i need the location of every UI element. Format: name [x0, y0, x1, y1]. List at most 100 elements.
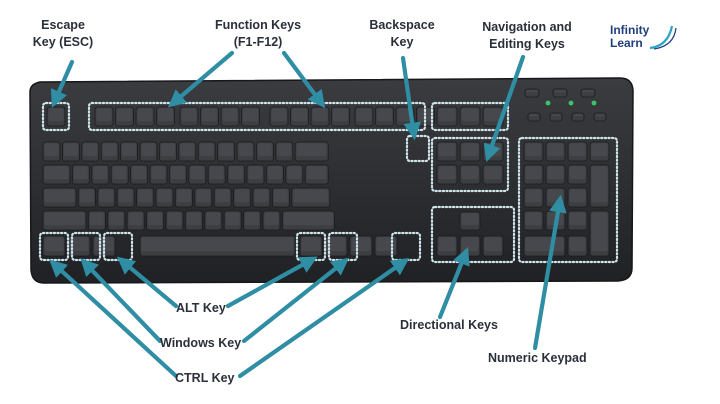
key-top	[525, 237, 564, 252]
key-top	[157, 189, 172, 203]
key-top	[102, 143, 117, 157]
key-top	[461, 108, 479, 122]
key-top	[296, 143, 327, 157]
key-top	[151, 166, 166, 180]
key-top	[245, 212, 260, 226]
key-top	[277, 143, 292, 157]
escape-key-label: Escape Key (ESC)	[28, 17, 98, 51]
logo-text-learn: Learn	[610, 36, 643, 50]
key-top	[44, 166, 69, 180]
key-top	[138, 189, 153, 203]
key-top	[122, 143, 137, 157]
key-top	[128, 212, 143, 226]
key-top	[170, 166, 185, 180]
key-top	[219, 143, 234, 157]
key-top	[209, 166, 224, 180]
key-top	[283, 212, 333, 226]
arrow-windows-right	[241, 257, 350, 344]
key-top	[312, 108, 328, 122]
key-top	[569, 166, 586, 180]
key-top	[484, 166, 502, 180]
key-top	[264, 212, 279, 226]
key-top	[591, 143, 608, 157]
callout-arrows	[49, 50, 567, 379]
key-top	[190, 166, 205, 180]
alt-key-label: ALT Key	[176, 301, 226, 315]
key-top	[438, 166, 456, 180]
key-top	[69, 237, 89, 252]
key-top	[273, 189, 288, 203]
key-top	[148, 212, 163, 226]
key-top	[79, 189, 94, 203]
windows-key-label: Windows Key	[160, 336, 242, 350]
infinity-learn-logo: Infinity Learn	[610, 20, 680, 50]
key-top	[573, 114, 583, 117]
arrow-numeric	[532, 194, 567, 351]
indicator-light	[568, 100, 574, 106]
key-top	[376, 237, 396, 252]
arrow-function-left	[167, 50, 235, 108]
key-top	[547, 166, 564, 180]
key-top	[525, 143, 542, 157]
key-top	[551, 114, 561, 117]
key-top	[196, 189, 211, 203]
numeric-keypad-label: Numeric Keypad	[488, 351, 587, 365]
arrow-backspace	[400, 55, 421, 141]
key-top	[484, 108, 502, 122]
key-top	[554, 90, 566, 93]
nav-editing-zone	[430, 136, 510, 193]
key-top	[176, 189, 191, 203]
key-top	[326, 237, 346, 252]
key-top	[306, 166, 327, 180]
key-top	[199, 143, 214, 157]
backspace-label-line1: Backspace	[369, 18, 435, 32]
key-top	[109, 212, 124, 226]
key-top	[181, 108, 197, 122]
key-top	[569, 212, 586, 226]
function-keys-zone	[87, 101, 427, 132]
key-top	[160, 143, 175, 157]
key-top	[215, 189, 230, 203]
function-label-line1: Function Keys	[214, 18, 302, 32]
key-top	[238, 143, 253, 157]
function-label-line2: (F1-F12)	[233, 35, 283, 49]
key-top	[243, 108, 258, 122]
key-top	[461, 166, 479, 180]
key-top	[526, 90, 538, 93]
key-top	[141, 237, 294, 252]
key-top	[461, 143, 479, 157]
key-top	[267, 166, 282, 180]
key-top	[569, 143, 586, 157]
key-top	[293, 189, 329, 203]
key-top	[569, 189, 586, 203]
arrow-function-right	[281, 50, 326, 109]
key-top	[137, 108, 153, 122]
arrow-directional	[437, 247, 470, 320]
arrow-windows-left	[80, 258, 163, 344]
key-top	[141, 143, 156, 157]
key-top	[287, 166, 302, 180]
key-top	[235, 189, 250, 203]
key-top	[158, 108, 173, 122]
key-top	[292, 108, 307, 122]
numeric-keypad-zone	[517, 136, 619, 264]
key-top	[44, 212, 85, 226]
key-top	[271, 108, 287, 122]
key-top	[257, 143, 272, 157]
arrow-escape	[50, 59, 75, 108]
key-top	[582, 90, 594, 93]
key-top	[525, 189, 542, 203]
key-top	[333, 108, 348, 122]
arrow-navigation	[483, 54, 526, 162]
function-keys-label: Function Keys (F1-F12)	[208, 17, 308, 51]
key-top	[186, 212, 201, 226]
key-top	[44, 189, 75, 203]
key-top	[73, 166, 88, 180]
nav-top-zone	[430, 101, 510, 132]
key-top	[167, 212, 182, 226]
arrow-ctrl-left	[49, 259, 179, 379]
key-top	[525, 212, 542, 226]
key-top	[96, 108, 112, 122]
backspace-key-label: Backspace Key	[362, 17, 442, 51]
